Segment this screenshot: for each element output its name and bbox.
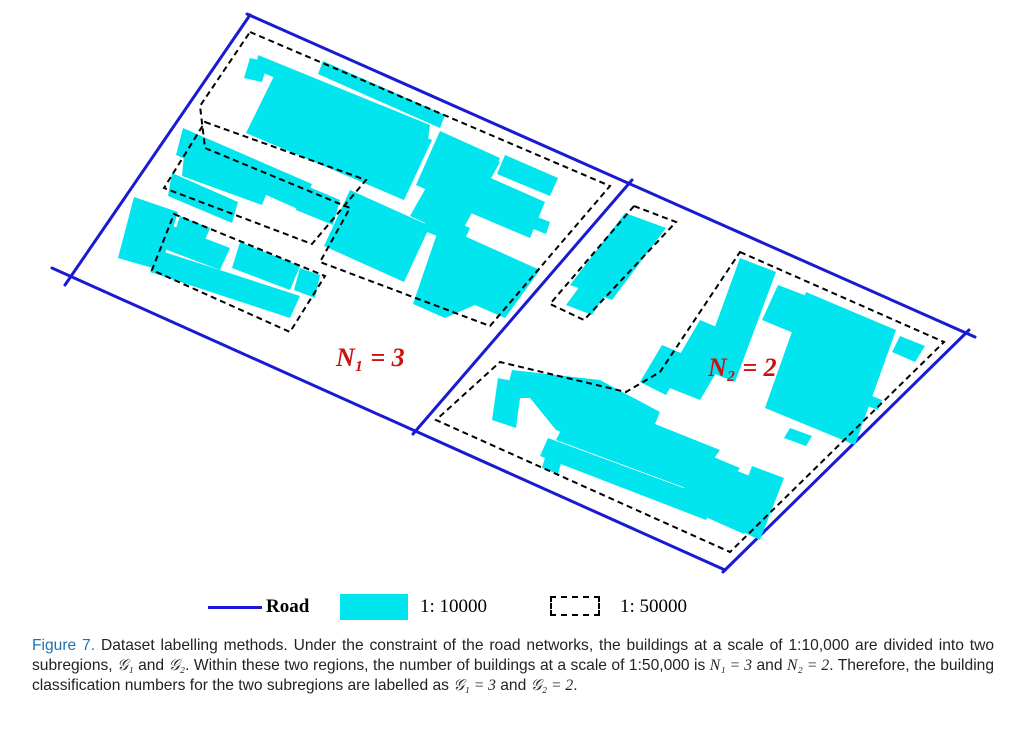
legend-coarse-label: 1: 50000 — [620, 596, 688, 617]
caption-math: 𝒢₁ = 3 — [453, 677, 496, 694]
building — [324, 190, 430, 282]
buildings-fine — [118, 55, 925, 540]
map-diagram: N₁ = 3 N₂ = 2 — [50, 12, 977, 574]
coarse-building — [434, 250, 946, 554]
road-south — [50, 266, 727, 572]
road-west — [63, 13, 252, 287]
building — [296, 184, 340, 225]
caption-text: and — [752, 657, 787, 674]
coarse-building — [162, 120, 368, 246]
building — [516, 210, 550, 234]
caption-text: . Within these two regions, the number o… — [185, 657, 710, 674]
building — [168, 173, 238, 223]
caption-text: Dataset labelling methods. Under the con… — [32, 637, 994, 674]
building — [176, 128, 312, 210]
legend-road-swatch — [208, 606, 262, 609]
coarse-building — [198, 30, 612, 328]
caption-text: and — [495, 677, 531, 694]
caption-math: 𝒢₂ — [168, 657, 186, 674]
caption-text: . — [573, 677, 578, 694]
road-north — [245, 12, 977, 339]
building — [150, 250, 300, 318]
road-middle — [411, 178, 634, 436]
figure-caption: Figure 7. Dataset labelling methods. Und… — [32, 636, 994, 696]
caption-math: 𝒢₁ — [117, 657, 134, 674]
building — [540, 438, 716, 520]
building — [570, 213, 666, 300]
building — [294, 268, 320, 298]
building — [892, 336, 925, 362]
caption-text: . Therefore, the building classification… — [32, 657, 995, 694]
building — [176, 216, 210, 240]
buildings-coarse — [150, 30, 946, 554]
legend-coarse-swatch — [550, 596, 600, 616]
building — [256, 55, 430, 140]
building — [497, 155, 558, 196]
building — [413, 225, 540, 318]
building — [784, 428, 812, 446]
building — [765, 292, 896, 445]
building — [662, 320, 738, 400]
region-label-n1: N₁ = 3 — [335, 343, 405, 372]
caption-math: N₁ = 3 — [709, 657, 753, 674]
building — [244, 58, 268, 82]
legend-road-label: Road — [266, 596, 310, 617]
legend: Road 1: 10000 1: 50000 — [208, 592, 828, 624]
caption-math: N₂ = 2 — [786, 657, 830, 674]
legend-fine-label: 1: 10000 — [420, 596, 488, 617]
figure-label: Figure 7. — [32, 637, 96, 654]
building — [232, 242, 300, 290]
legend-fine-swatch — [340, 594, 408, 620]
road-east — [721, 328, 971, 574]
caption-math: 𝒢₂ = 2 — [530, 677, 574, 694]
caption-text: and — [133, 657, 169, 674]
building — [640, 345, 688, 395]
building — [246, 74, 432, 200]
coarse-building — [150, 212, 327, 334]
building — [162, 225, 230, 270]
region-label-n2: N₂ = 2 — [707, 353, 777, 382]
building — [492, 378, 522, 428]
building — [730, 466, 784, 540]
road-network — [50, 12, 977, 574]
building — [318, 61, 445, 128]
